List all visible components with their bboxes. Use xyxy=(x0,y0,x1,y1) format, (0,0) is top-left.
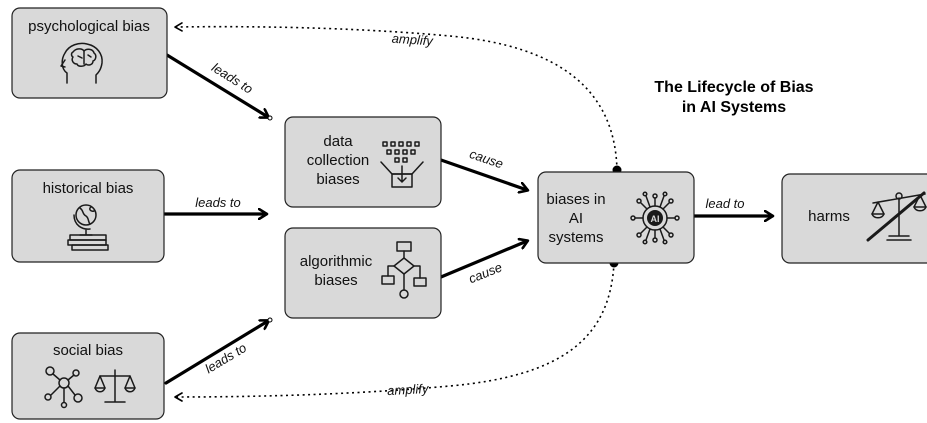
node-harms-label: harms xyxy=(808,208,850,225)
node-social-bias: social bias xyxy=(11,332,165,420)
edge-label-data-to-ai: cause xyxy=(468,146,506,171)
data-funnel-icon xyxy=(380,141,424,188)
node-data-collection-biases: data collection biases xyxy=(284,116,442,208)
node-social-bias-label: social bias xyxy=(53,342,123,359)
node-data-collection-line3: biases xyxy=(316,171,359,188)
node-data-collection-line1: data xyxy=(323,133,353,150)
edge-label-hist-to-data: leads to xyxy=(195,195,241,210)
network-scales-icon xyxy=(44,366,136,409)
edge-psych-to-data xyxy=(165,53,273,121)
node-data-collection-line2: collection xyxy=(307,152,370,169)
node-historical-bias: historical bias xyxy=(11,169,165,263)
node-ai-systems-line1: biases in xyxy=(546,191,605,208)
edge-social-to-algo xyxy=(164,317,273,385)
node-harms: harms xyxy=(781,173,927,264)
svg-text:AI: AI xyxy=(651,214,660,224)
node-ai-systems: biases in AI systems AI xyxy=(537,171,695,264)
edge-label-ai-to-harms: lead to xyxy=(705,196,744,211)
unbalanced-scales-icon xyxy=(866,191,927,242)
edge-algo-to-ai xyxy=(439,241,527,279)
flowchart-icon xyxy=(381,241,427,299)
node-psychological-bias-label: psychological bias xyxy=(28,18,150,35)
ai-chip-icon: AI xyxy=(630,191,680,245)
node-ai-systems-line3: systems xyxy=(548,229,603,246)
node-algorithmic-line1: algorithmic xyxy=(300,253,373,270)
edge-data-to-ai xyxy=(439,158,527,190)
edge-label-ai-amplify-psych: amplify xyxy=(391,31,435,49)
brain-head-icon xyxy=(60,42,103,84)
diagram-title-line2: in AI Systems xyxy=(682,99,786,116)
node-algorithmic-line2: biases xyxy=(314,272,357,289)
globe-books-icon xyxy=(67,204,109,251)
node-algorithmic-biases: algorithmic biases xyxy=(284,227,442,319)
node-psychological-bias: psychological bias xyxy=(11,7,168,99)
edge-label-psych-to-data: leads to xyxy=(209,60,256,97)
node-ai-systems-line2: AI xyxy=(569,210,583,227)
diagram-title-line1: The Lifecycle of Bias xyxy=(654,79,813,96)
node-historical-bias-label: historical bias xyxy=(43,180,134,197)
edge-label-ai-amplify-social: amplify xyxy=(387,381,430,398)
